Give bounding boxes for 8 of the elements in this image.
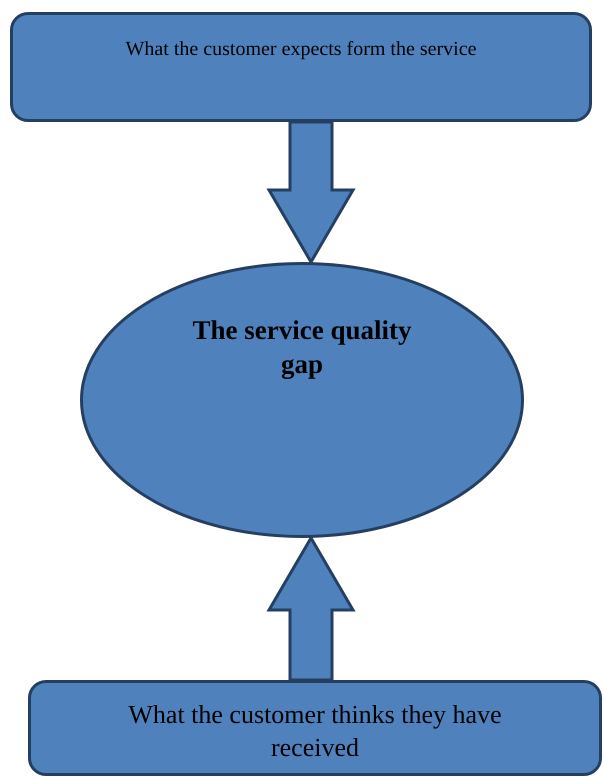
block-arrow (266, 120, 356, 265)
process-box (10, 12, 592, 122)
node-text: What the customer expects form the service (126, 37, 476, 62)
process-box (28, 680, 602, 776)
block-arrow (266, 535, 356, 682)
node-text: What the customer thinks they have received (127, 699, 503, 764)
ellipse-node (80, 262, 524, 538)
heading-text: The service quality gap (192, 314, 412, 381)
